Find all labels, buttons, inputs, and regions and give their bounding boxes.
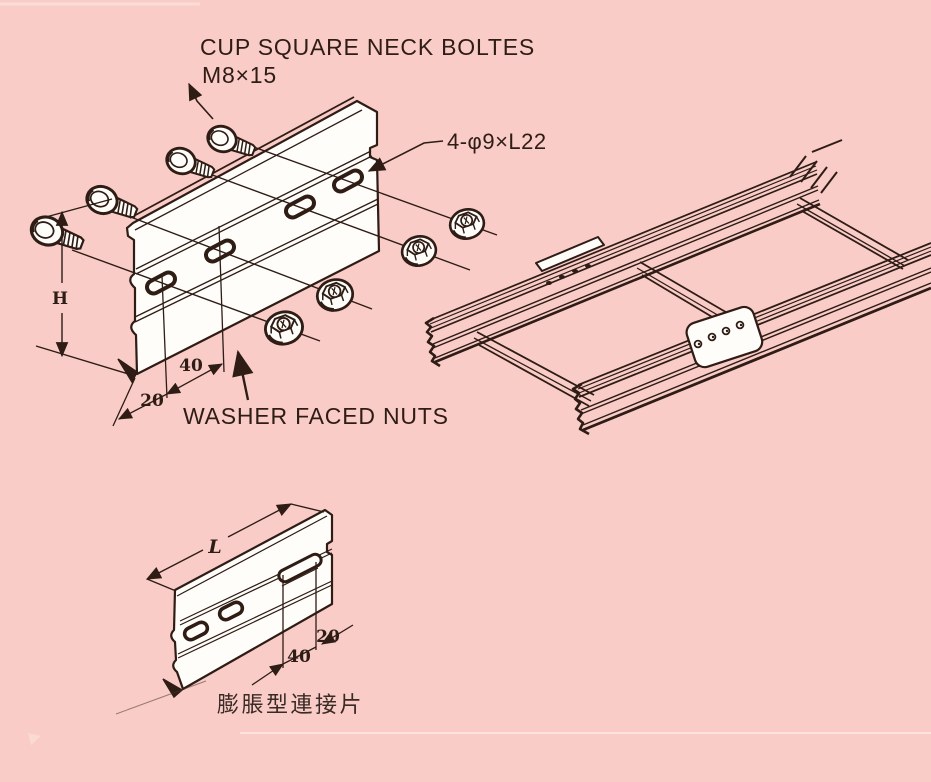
near-splice-plate: [685, 305, 764, 369]
dim-20-lower-text: 20: [316, 627, 340, 647]
bolt-spec-label: M8×15: [202, 62, 277, 88]
splice-plate-drawing: [25, 82, 498, 427]
washer-faced-nut-icon: [260, 306, 308, 350]
dim-H-text: H: [52, 289, 68, 309]
title-label: CUP SQUARE NECK BOLTES: [200, 34, 535, 60]
expansion-plate-drawing: [145, 503, 354, 699]
dim-40-text: 40: [179, 356, 203, 376]
dimension-40-20: [112, 225, 225, 427]
scan-artifacts: [0, 2, 931, 745]
dim-20-text: 20: [140, 391, 164, 411]
dim-40-lower-text: 40: [287, 647, 311, 667]
cup-square-neck-bolt-icon: [81, 180, 142, 227]
nut-label-leader: [232, 349, 254, 401]
expansion-plate-face: [170, 508, 334, 691]
caption-label: 膨脹型連接片: [217, 692, 364, 717]
nut-label: WASHER FACED NUTS: [183, 403, 449, 429]
hole-spec-label: 4-φ9×L22: [447, 129, 547, 154]
washer-faced-nut-icon: [445, 204, 489, 244]
cable-ladder-drawing: [424, 139, 931, 436]
bolt-spec-leader: [188, 82, 214, 120]
cup-square-neck-bolt-icon: [202, 120, 260, 165]
slot-hole: [182, 620, 210, 642]
cup-square-neck-bolt-icon: [161, 142, 219, 187]
washer-faced-nut-icon: [397, 231, 441, 271]
slot-hole: [217, 600, 245, 622]
hole-spec-leader: [367, 140, 444, 172]
rail-break-hatch: [789, 139, 843, 194]
dimension-H: [35, 198, 136, 377]
rail-end-profile: [424, 316, 441, 368]
ladder-rungs: [473, 197, 909, 407]
dimension-L: [145, 503, 325, 592]
expansion-slot-hole: [277, 552, 323, 584]
dim-L-text: L: [207, 536, 221, 558]
rail-end-profile: [571, 382, 590, 436]
far-splice-plate: [535, 236, 605, 285]
dimension-40-20-lower: [251, 562, 354, 686]
cup-square-neck-bolt-icon: [25, 210, 89, 259]
